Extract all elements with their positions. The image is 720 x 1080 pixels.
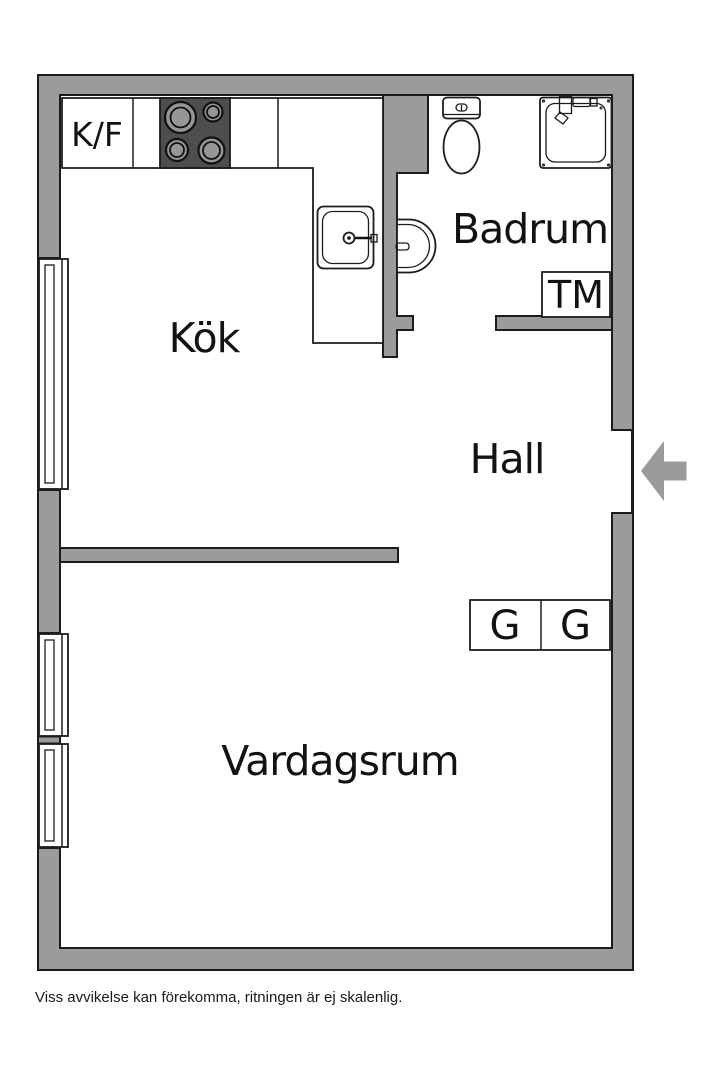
stove-burner [163, 100, 198, 135]
exterior-walls [37, 74, 634, 971]
interior-wall-livingroom [59, 547, 399, 563]
entry-arrow-icon [641, 441, 687, 501]
wardrobe-label-left: G [490, 603, 521, 649]
interior-wall-bathroom [382, 94, 429, 358]
wardrobe-label-right: G [560, 603, 591, 649]
interior-wall-bathroom-bottom [495, 315, 613, 331]
washing-machine-label: TM [547, 273, 604, 317]
window-livingroom-upper [38, 633, 69, 737]
kitchen-counter [61, 97, 384, 344]
kitchen-sink-faucet [342, 231, 378, 245]
shower-fixture [554, 95, 598, 125]
room-label-hall: Hall [470, 435, 545, 483]
bathroom-sink [395, 218, 437, 274]
window-livingroom-lower [38, 743, 69, 848]
room-label-badrum: Badrum [452, 205, 608, 253]
wardrobes: G G [469, 599, 611, 651]
window-kitchen [38, 258, 69, 490]
fridge-freezer-label: K/F [71, 115, 123, 154]
kitchen-stove [159, 97, 231, 169]
room-label-kok: Kök [169, 314, 241, 362]
kitchen-sink [316, 205, 378, 270]
washing-machine: TM [541, 271, 611, 318]
disclaimer-text: Viss avvikelse kan förekomma, ritningen … [35, 989, 403, 1006]
shower [539, 95, 613, 169]
toilet [442, 96, 481, 175]
room-label-vardagsrum: Vardagsrum [221, 737, 458, 785]
